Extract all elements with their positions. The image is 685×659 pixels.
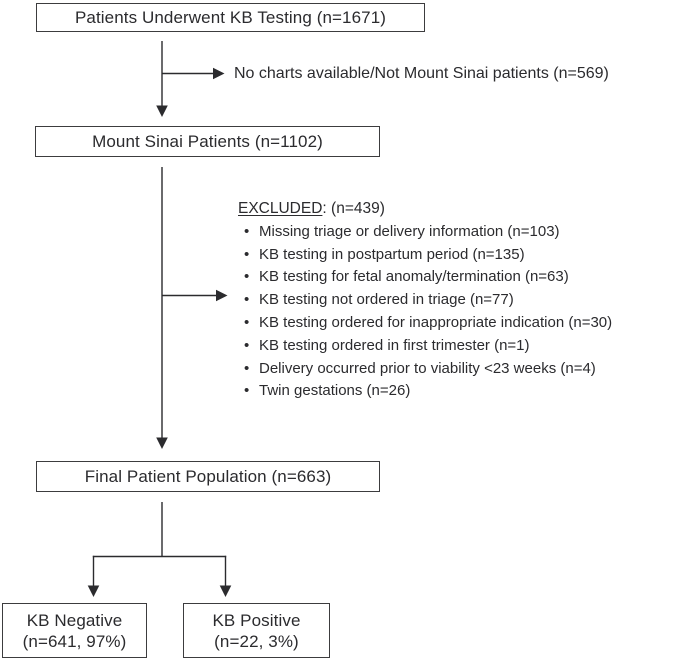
excluded-item: • KB testing not ordered in triage (n=77… xyxy=(238,289,685,312)
arrowhead-right-icon xyxy=(216,289,228,302)
split-connector xyxy=(87,502,232,597)
box-kb-testing-label: Patients Underwent KB Testing (n=1671) xyxy=(74,7,387,27)
excluded-item-text: KB testing ordered for inappropriate ind… xyxy=(259,313,613,331)
box-mount-sinai-label: Mount Sinai Patients (n=1102) xyxy=(92,131,323,151)
excluded-item: • Twin gestations (n=26) xyxy=(238,380,685,403)
arrow-kbtesting-to-mountsinai xyxy=(156,41,168,117)
excluded-list: EXCLUDED: (n=439) • Missing triage or de… xyxy=(238,198,685,403)
excluded-item-text: KB testing not ordered in triage (n=77) xyxy=(259,291,514,309)
kb-negative-count: (n=641, 97%) xyxy=(22,631,127,651)
arrow-branch-excluded xyxy=(162,289,228,302)
arrow-mountsinai-to-final xyxy=(156,167,168,449)
kb-positive-count: (n=22, 3%) xyxy=(214,631,299,651)
bullet-icon: • xyxy=(244,382,250,400)
box-kb-negative: KB Negative (n=641, 97%) xyxy=(2,603,147,658)
bullet-icon: • xyxy=(244,245,250,263)
excluded-heading-count: : (n=439) xyxy=(322,200,385,217)
no-charts-label: No charts available/Not Mount Sinai pati… xyxy=(234,65,609,82)
excluded-item-text: KB testing for fetal anomaly/termination… xyxy=(259,268,569,286)
arrowhead-down-icon xyxy=(156,105,168,117)
bullet-icon: • xyxy=(244,336,250,354)
bullet-icon: • xyxy=(244,291,250,309)
box-final-population: Final Patient Population (n=663) xyxy=(36,461,380,492)
excluded-heading: EXCLUDED: (n=439) xyxy=(238,198,685,221)
excluded-item-text: KB testing in postpartum period (n=135) xyxy=(259,245,525,263)
arrowhead-down-icon xyxy=(156,437,168,449)
excluded-item: • KB testing for fetal anomaly/terminati… xyxy=(238,266,685,289)
excluded-item-text: Delivery occurred prior to viability <23… xyxy=(259,359,596,377)
excluded-item-text: KB testing ordered in first trimester (n… xyxy=(259,336,530,354)
box-final-population-label: Final Patient Population (n=663) xyxy=(84,466,332,486)
excluded-heading-word: EXCLUDED xyxy=(238,200,323,217)
bullet-icon: • xyxy=(244,222,250,240)
excluded-item: • Missing triage or delivery information… xyxy=(238,221,685,244)
bullet-icon: • xyxy=(244,359,250,377)
arrowhead-right-icon xyxy=(213,67,225,80)
arrowhead-down-icon xyxy=(219,585,232,597)
excluded-item: • KB testing in postpartum period (n=135… xyxy=(238,244,685,267)
box-kb-positive: KB Positive (n=22, 3%) xyxy=(183,603,330,658)
excluded-item: • Delivery occurred prior to viability <… xyxy=(238,358,685,381)
box-kb-testing: Patients Underwent KB Testing (n=1671) xyxy=(36,3,425,32)
bullet-icon: • xyxy=(244,268,250,286)
box-mount-sinai: Mount Sinai Patients (n=1102) xyxy=(35,126,380,157)
arrow-branch-no-charts xyxy=(162,67,225,80)
excluded-item-text: Twin gestations (n=26) xyxy=(259,382,411,400)
kb-negative-title: KB Negative xyxy=(26,610,123,630)
bullet-icon: • xyxy=(244,313,250,331)
excluded-item: • KB testing ordered in first trimester … xyxy=(238,335,685,358)
arrowhead-down-icon xyxy=(87,585,100,597)
kb-positive-title: KB Positive xyxy=(212,610,301,630)
excluded-item: • KB testing ordered for inappropriate i… xyxy=(238,312,685,335)
excluded-item-text: Missing triage or delivery information (… xyxy=(259,222,560,240)
